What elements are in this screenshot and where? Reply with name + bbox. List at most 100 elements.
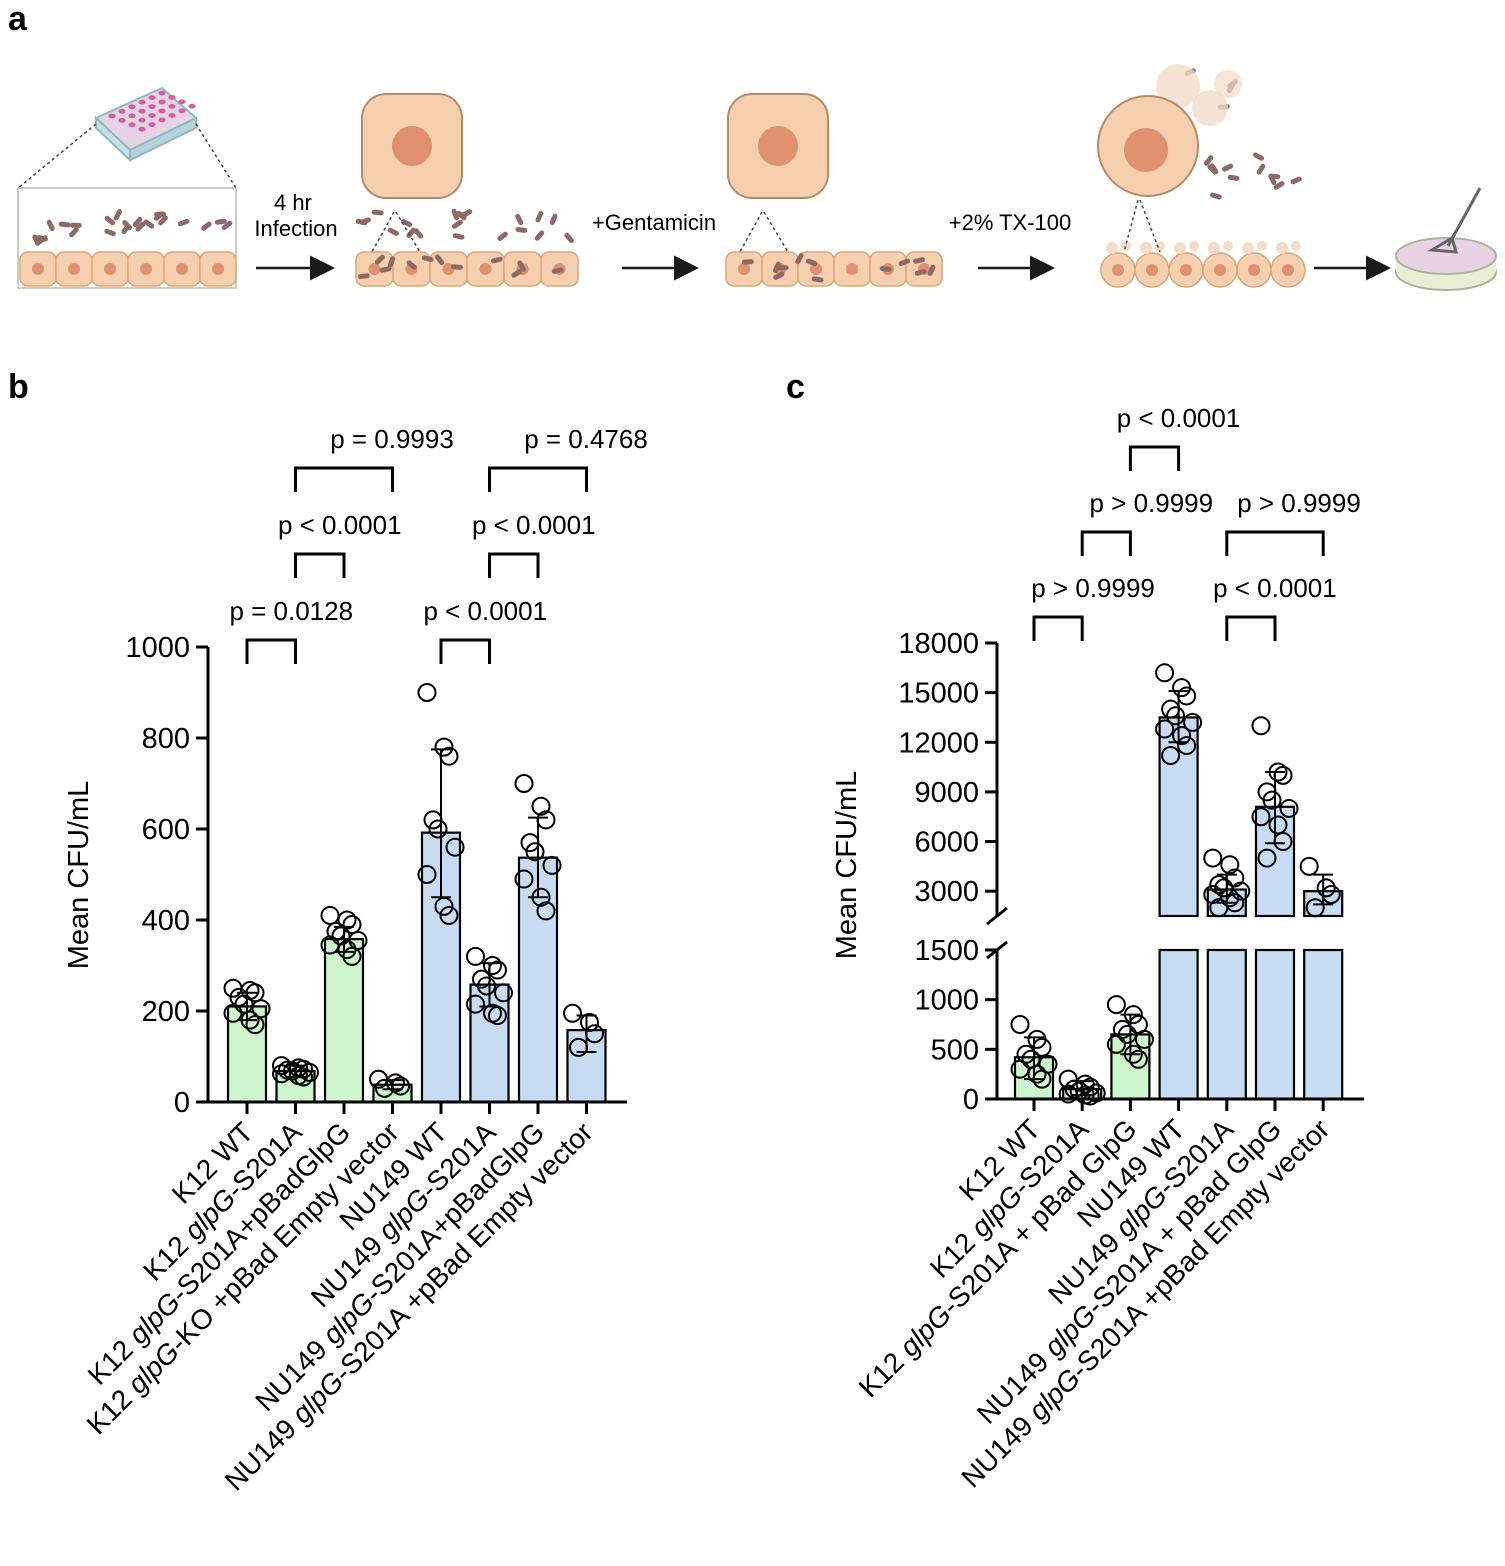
bacteria-icon	[773, 271, 785, 280]
petri-dish-icon	[1395, 187, 1497, 291]
bacteria-icon	[406, 260, 417, 270]
p-value-label: p < 0.0001	[472, 510, 596, 540]
data-point	[223, 1003, 243, 1023]
bacteria-icon	[387, 256, 396, 268]
data-point	[1123, 1005, 1143, 1025]
nucleus-icon	[846, 263, 858, 275]
bacteria-icon	[517, 260, 526, 272]
well-icon	[138, 126, 146, 132]
data-point	[1251, 807, 1271, 827]
data-point	[1161, 746, 1181, 766]
step-label-tx100: +2% TX-100	[949, 210, 1072, 235]
data-point	[320, 905, 340, 925]
well-icon	[148, 113, 156, 118]
data-point	[494, 983, 513, 1003]
debris-icon	[1223, 241, 1233, 251]
bacteria-icon	[564, 232, 574, 244]
chart-panel-c: 050010001500300060009000120001500018000M…	[831, 403, 1364, 1493]
bacteria-icon	[535, 211, 544, 223]
significance-bracket	[488, 466, 588, 492]
nucleus-icon	[1146, 264, 1158, 276]
debris-icon	[1140, 242, 1152, 254]
y-tick-label: 1500	[914, 935, 979, 967]
bacteria-icon	[1268, 173, 1281, 180]
bacteria-icon	[927, 264, 936, 277]
data-point	[251, 999, 271, 1019]
data-point	[1257, 848, 1277, 868]
bacteria-icon	[143, 219, 155, 229]
data-point	[483, 956, 502, 975]
bacteria-icon	[511, 268, 523, 278]
significance-bracket	[488, 552, 540, 578]
data-point	[1134, 1029, 1154, 1049]
data-point	[1106, 1034, 1126, 1054]
data-point	[1273, 765, 1293, 785]
nucleus-icon	[32, 263, 44, 275]
data-point	[439, 746, 459, 766]
data-point	[525, 842, 545, 862]
data-point	[1316, 878, 1336, 898]
bacteria-icon	[132, 216, 143, 228]
data-point	[342, 946, 362, 966]
data-point	[1010, 1015, 1030, 1034]
panel-letter-a: a	[8, 0, 28, 38]
data-point	[1177, 736, 1197, 756]
debris-icon	[1121, 241, 1131, 251]
bacteria-icon	[451, 208, 460, 221]
data-point	[434, 737, 454, 757]
bacteria-icon	[1210, 192, 1222, 200]
y-tick-label: 800	[142, 723, 190, 755]
bacteria-icon	[879, 265, 892, 272]
bacteria-icon	[58, 221, 71, 228]
data-point	[1279, 798, 1299, 818]
bacteria-icon	[914, 268, 927, 276]
data-point	[1220, 855, 1240, 875]
bacteria-icon	[459, 210, 472, 218]
bacteria-icon	[69, 227, 79, 238]
data-point	[1161, 699, 1181, 719]
well-icon	[178, 108, 186, 114]
bar-4-lower	[1206, 948, 1247, 1101]
well-icon	[148, 122, 156, 127]
debris-icon	[1189, 241, 1199, 251]
data-point	[514, 774, 534, 793]
well-icon	[158, 90, 166, 96]
bacteria-icon	[357, 273, 370, 280]
bacteria-icon	[534, 230, 545, 241]
well-icon	[138, 108, 146, 114]
nucleus-icon	[212, 263, 224, 275]
bacteria-icon	[135, 221, 146, 232]
well-icon	[178, 99, 186, 105]
data-point	[488, 1006, 507, 1026]
data-point	[1032, 1037, 1052, 1057]
data-point	[531, 796, 551, 816]
data-point	[1010, 1059, 1030, 1079]
data-point	[245, 1015, 265, 1035]
data-point	[536, 901, 556, 921]
bacteria-icon	[104, 228, 116, 237]
nucleus-icon	[479, 263, 492, 275]
data-point	[1209, 898, 1229, 918]
data-point	[477, 976, 496, 996]
debris-icon	[1106, 242, 1118, 254]
data-point	[1220, 888, 1240, 908]
well-icon	[118, 118, 126, 123]
data-point	[1155, 663, 1175, 683]
data-point	[536, 810, 556, 830]
significance-bracket	[1128, 445, 1181, 471]
p-value-label: p < 0.0001	[1213, 573, 1337, 603]
data-point	[1299, 856, 1319, 876]
bacteria-icon	[1256, 163, 1266, 175]
significance-bracket	[1225, 615, 1277, 641]
significance-bracket	[294, 552, 346, 578]
y-tick-label: 9000	[914, 777, 979, 809]
data-point	[1209, 875, 1229, 895]
well-icon	[128, 113, 136, 119]
data-point	[294, 1067, 313, 1087]
nucleus-icon	[1112, 264, 1124, 276]
panel-letter-b: b	[8, 368, 29, 406]
data-point	[375, 1078, 394, 1098]
y-tick-label: 18000	[898, 628, 979, 660]
